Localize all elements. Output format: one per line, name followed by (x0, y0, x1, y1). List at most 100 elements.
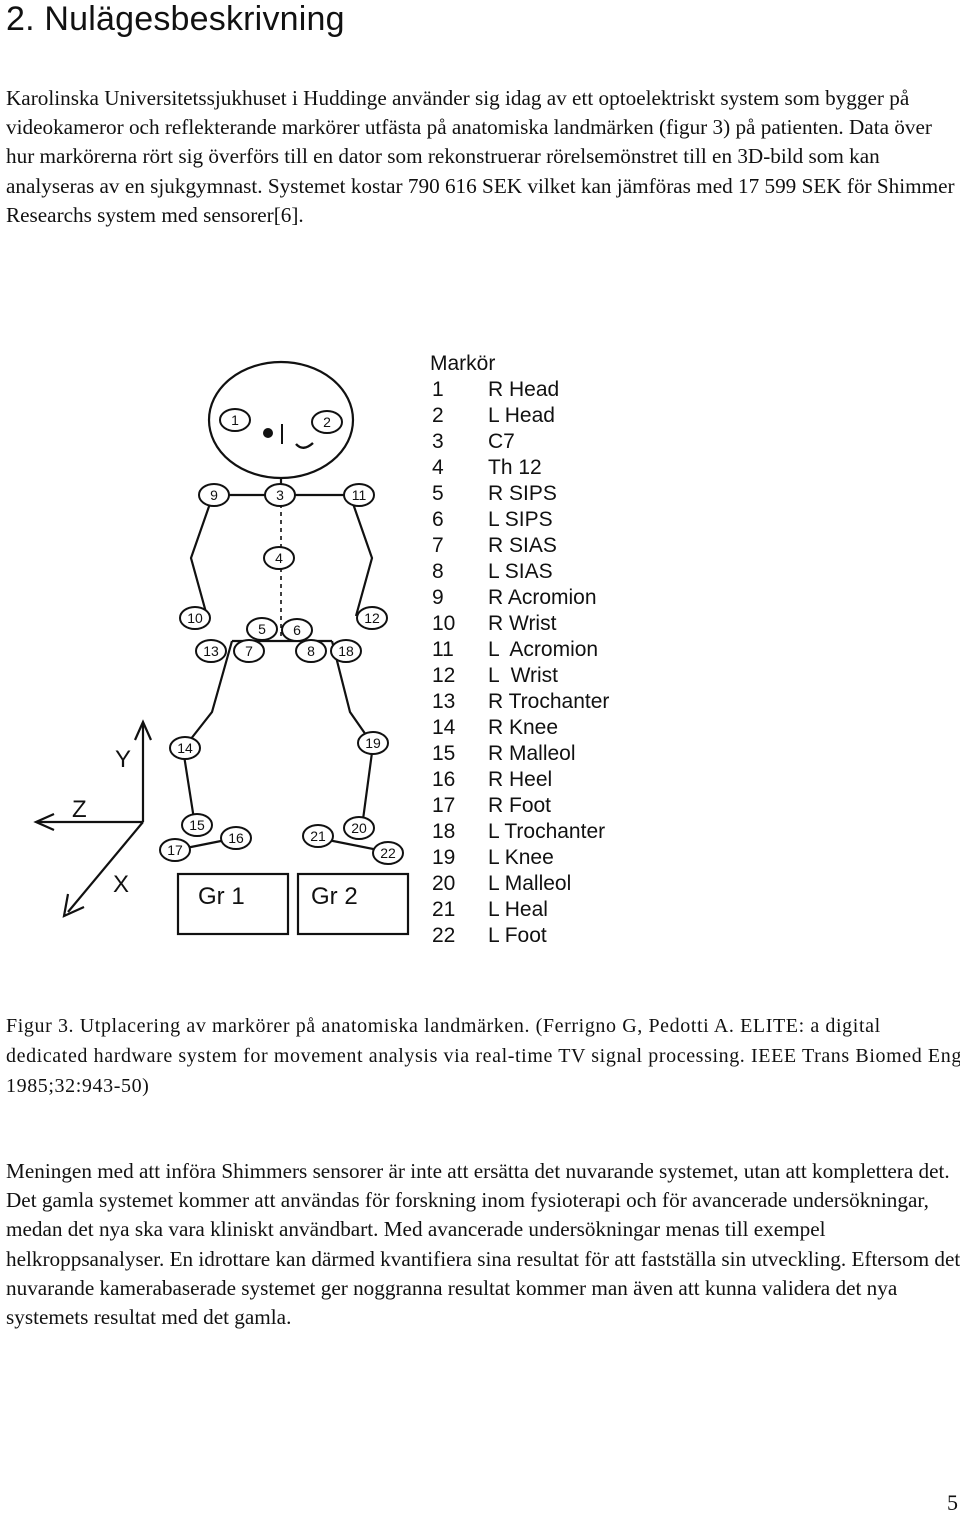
page-number: 5 (947, 1490, 958, 1515)
coordinate-axes (33, 719, 153, 918)
legend-marker-number: 9 (432, 586, 444, 609)
legend-marker-number: 19 (432, 846, 455, 869)
marker-circle-number: 20 (351, 820, 367, 836)
marker-circle (264, 483, 296, 507)
legend-marker-number: 18 (432, 820, 455, 843)
legend-marker-number: 14 (432, 716, 456, 739)
legend-marker-name: L Acromion (488, 638, 598, 661)
marker-circle (246, 617, 278, 641)
x-axis-arrow (62, 893, 85, 918)
marker-circle (343, 816, 375, 840)
marker-circle (357, 731, 389, 755)
marker-circle (330, 639, 362, 663)
legend-marker-name: L Wrist (488, 664, 558, 687)
legend-marker-number: 20 (432, 872, 455, 895)
axis-label-x: X (113, 871, 129, 898)
legend-marker-number: 10 (432, 612, 455, 635)
marker-circle-number: 2 (323, 414, 331, 430)
marker-circle (343, 483, 375, 507)
marker-circle (356, 606, 388, 630)
force-plate-2-label: Gr 2 (311, 883, 358, 910)
marker-circle-number: 5 (258, 621, 266, 637)
legend-marker-name: R Head (488, 378, 559, 401)
legend-title: Markör (430, 352, 495, 375)
legend-marker-number: 12 (432, 664, 455, 687)
marker-circle-number: 16 (228, 830, 244, 846)
marker-circle-number: 21 (310, 828, 326, 844)
force-plate-2 (296, 872, 410, 936)
marker-circle (198, 483, 230, 507)
legend-marker-name: R Foot (488, 794, 551, 817)
marker-circle-number: 13 (203, 643, 219, 659)
marker-circle-number: 1 (231, 412, 239, 428)
legend-marker-number: 11 (432, 638, 454, 661)
axis-label-z: Z (72, 796, 87, 823)
intro-paragraph: Karolinska Universitetssjukhuset i Huddi… (6, 86, 955, 227)
legend-marker-number: 17 (432, 794, 455, 817)
marker-circle (263, 546, 295, 570)
marker-circle-number: 15 (189, 817, 205, 833)
marker-circle-number: 14 (177, 740, 193, 756)
marker-circle-number: 22 (380, 845, 396, 861)
legend-marker-number: 21 (432, 898, 455, 921)
legend-marker-name: L Malleol (488, 872, 571, 895)
marker-circle (302, 824, 334, 848)
legend-marker-number: 3 (432, 430, 444, 453)
figure-mouth (295, 442, 314, 449)
marker-circle-number: 11 (352, 487, 367, 503)
figure-eye (263, 428, 273, 438)
x-axis-line (67, 821, 144, 913)
legend-marker-name: L Heal (488, 898, 548, 921)
marker-circle (233, 639, 265, 663)
legend-marker-name: L SIAS (488, 560, 553, 583)
body-paragraph: Meningen med att införa Shimmers sensore… (6, 1159, 960, 1330)
figure-caption: Figur 3. Utplacering av markörer på anat… (6, 1015, 960, 1097)
legend-marker-number: 15 (432, 742, 455, 765)
legend-marker-name: R Trochanter (488, 690, 609, 713)
legend-marker-name: L SIPS (488, 508, 553, 531)
marker-circle-number: 7 (245, 643, 253, 659)
figure-left-leg (330, 640, 375, 828)
legend-marker-number: 22 (432, 924, 455, 947)
marker-circle-number: 4 (275, 550, 283, 566)
marker-circle-number: 9 (210, 487, 218, 503)
legend-marker-name: R SIPS (488, 482, 557, 505)
y-axis-arrow (133, 719, 153, 741)
marker-circle (169, 736, 201, 760)
marker-circle-number: 19 (365, 735, 381, 751)
legend-marker-name: L Trochanter (488, 820, 605, 843)
legend-marker-number: 7 (432, 534, 444, 557)
marker-circle-number: 17 (167, 842, 183, 858)
legend-marker-name: R Heel (488, 768, 552, 791)
legend-marker-number: 1 (432, 378, 444, 401)
marker-circle (372, 841, 404, 865)
page-heading: 2. Nulägesbeskrivning (6, 0, 345, 38)
marker-circle-number: 3 (276, 487, 284, 503)
figure-left-arm (348, 494, 374, 617)
legend-marker-number: 6 (432, 508, 444, 531)
force-plate-1-label: Gr 1 (198, 883, 245, 910)
marker-circle (220, 826, 252, 850)
legend-marker-name: R Wrist (488, 612, 557, 635)
figure-right-leg (181, 640, 234, 833)
legend-marker-number: 4 (432, 456, 444, 479)
marker-circle-number: 8 (307, 643, 315, 659)
axis-label-y: Y (115, 746, 131, 773)
marker-circle (179, 606, 211, 630)
legend-marker-name: R Malleol (488, 742, 576, 765)
legend-marker-number: 5 (432, 482, 444, 505)
legend-marker-name: C7 (488, 430, 515, 453)
marker-circle (281, 618, 313, 642)
legend-marker-name: Th 12 (488, 456, 542, 479)
legend-marker-name: L Knee (488, 846, 554, 869)
marker-circle (219, 408, 251, 432)
marker-circle (195, 639, 227, 663)
marker-circle (311, 410, 343, 434)
marker-circle (159, 838, 191, 862)
legend-marker-number: 16 (432, 768, 455, 791)
marker-circle-number: 6 (293, 622, 301, 638)
legend-marker-number: 8 (432, 560, 444, 583)
